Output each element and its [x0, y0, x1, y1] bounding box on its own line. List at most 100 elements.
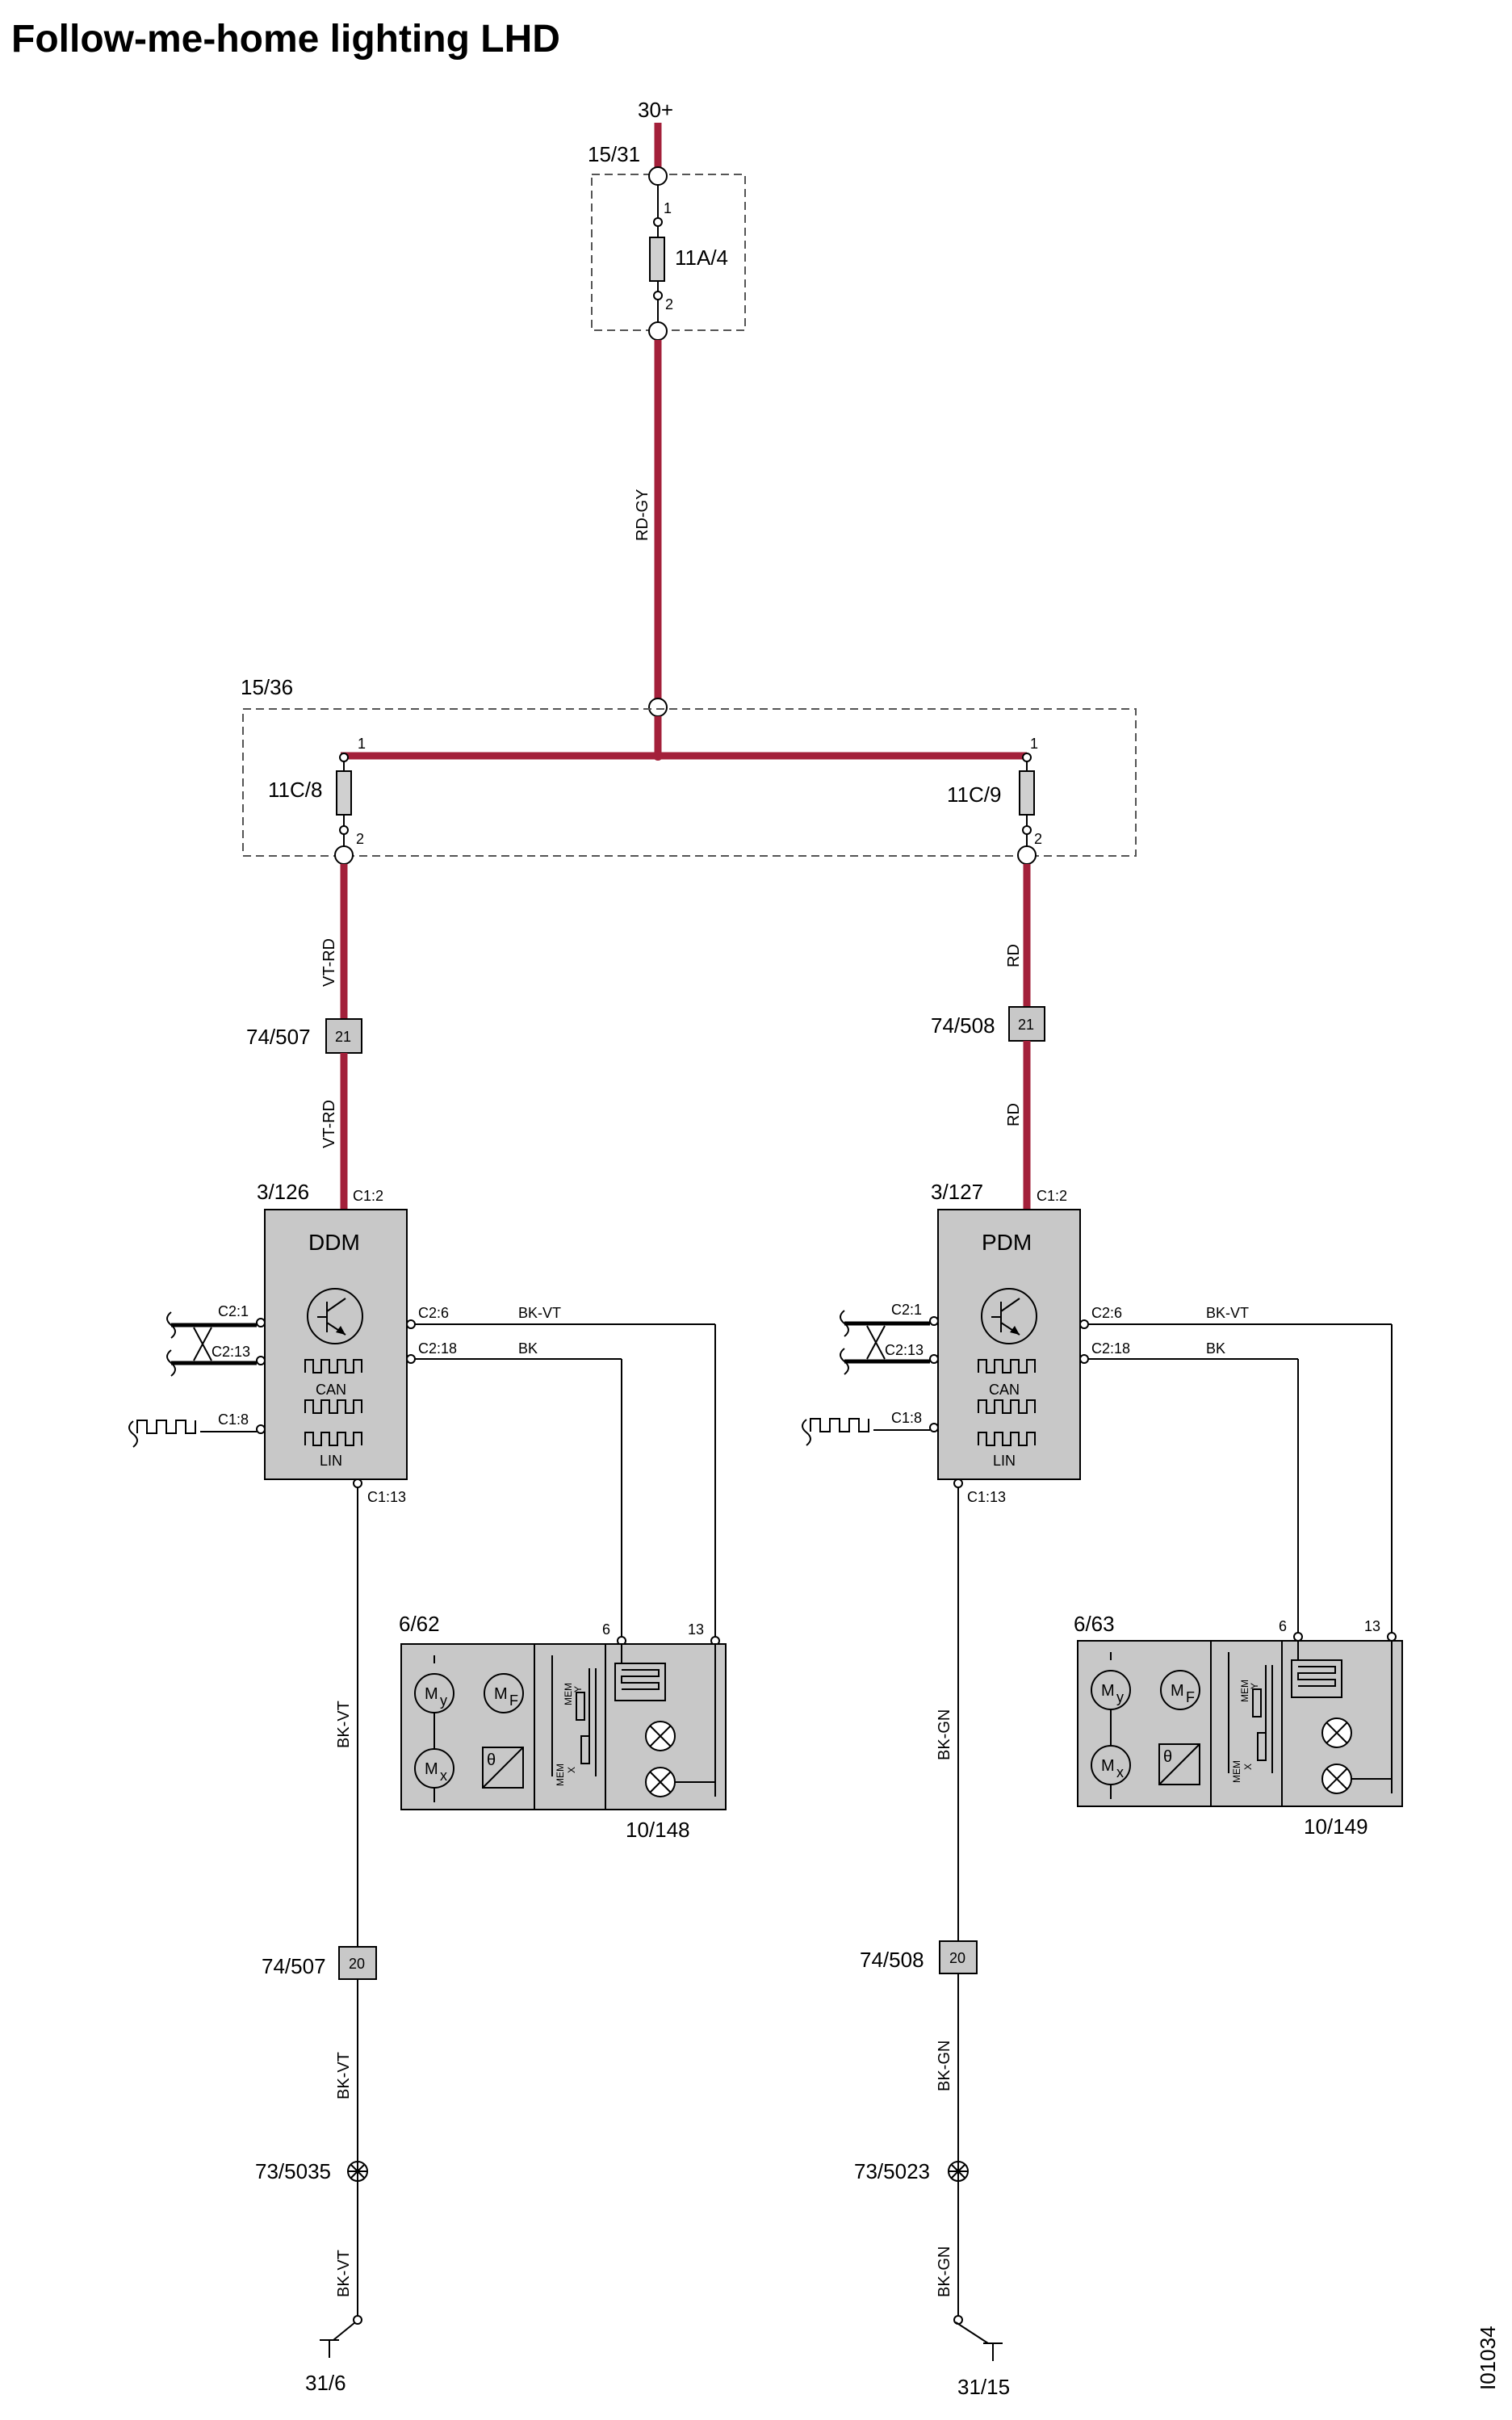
- left-module-id: 3/126: [257, 1180, 309, 1204]
- motor-f-icon: [484, 1673, 524, 1713]
- fusebox-node-top: [648, 698, 668, 717]
- ddm-pin-c218: C2:18: [418, 1340, 457, 1357]
- right-mirror-id: 6/63: [1074, 1612, 1115, 1636]
- fusebox-node-right: [1017, 845, 1037, 865]
- ddm-name: DDM: [308, 1230, 360, 1255]
- mem-y-sub: Y: [572, 1686, 584, 1692]
- pdm-can-twisted-pair-icon: [840, 1310, 930, 1375]
- memory-potentiometer-icon: MEM Y MEM X: [551, 1655, 597, 1786]
- ddm-pin-c21: C2:1: [218, 1303, 249, 1319]
- pdm-transistor-icon: [981, 1288, 1037, 1344]
- left-splice-label: 73/5035: [255, 2159, 331, 2183]
- ddm-lin-label: LIN: [320, 1453, 342, 1469]
- motor-x-sub: x: [440, 1768, 447, 1784]
- ddm-wire-c218-label: BK: [518, 1340, 538, 1357]
- left-pin-c12: C1:2: [353, 1188, 383, 1204]
- right-pin-c12: C1:2: [1037, 1188, 1067, 1204]
- fusebox-15-36: 15/36 1 11C/8 2 1 11C/9 2: [241, 675, 1137, 865]
- pdm-memory-potentiometer-icon: MEM Y MEM X: [1228, 1652, 1273, 1783]
- pdm-heater-element-icon: [1291, 1659, 1342, 1698]
- left-wire-mid-label: VT-RD: [320, 1100, 338, 1148]
- left-connector-bottom-label: 74/507: [262, 1954, 326, 1978]
- left-mirror-pin6: 6: [602, 1621, 610, 1638]
- right-wire-gnd1-label: BK-GN: [936, 1709, 953, 1760]
- right-ground-label: 31/15: [957, 2375, 1010, 2399]
- right-connector-top-pin: 21: [1018, 1017, 1034, 1033]
- ddm-pin-c18: C1:8: [218, 1411, 249, 1428]
- supply-fuse-pin1: 1: [664, 200, 672, 216]
- supply-fuse-label: 11A/4: [675, 245, 728, 270]
- left-lamp-id: 10/148: [626, 1818, 690, 1842]
- motor-y-sub: y: [440, 1692, 447, 1709]
- pdm-lin-signal-icon: [978, 1432, 1036, 1446]
- right-wire-gnd2-label: BK-GN: [936, 2040, 953, 2091]
- theta-label: θ: [487, 1751, 496, 1769]
- left-connector-top-pin: 21: [335, 1029, 351, 1045]
- pdm-mem-y-sub: Y: [1249, 1683, 1260, 1689]
- supply-section: 30+ 15/31 1 11A/4 2 RD-GY: [588, 98, 746, 755]
- ddm-wire-c26-label: BK-VT: [518, 1305, 561, 1321]
- right-mirror-pin13: 13: [1364, 1618, 1380, 1634]
- right-ground-switch-icon: [955, 2321, 1003, 2361]
- pdm-motor-f-icon: [1160, 1670, 1200, 1710]
- supply-node-top: [648, 166, 668, 186]
- pdm-motor-y-label: M: [1101, 1682, 1115, 1700]
- temperature-sensor-icon: θ: [482, 1747, 524, 1789]
- supply-fuse-pin2: 2: [665, 296, 673, 312]
- pdm-mem-x-sub: X: [1242, 1764, 1254, 1770]
- right-connector-top-label: 74/508: [931, 1013, 995, 1038]
- fuse-left-pin1: 1: [358, 736, 366, 752]
- pdm-can-label: CAN: [989, 1382, 1020, 1398]
- lin-signal-icon: [304, 1432, 362, 1446]
- fuse-left-label: 11C/8: [268, 778, 322, 802]
- left-wire-gnd1-label: BK-VT: [335, 1701, 353, 1748]
- pdm-mem-y-label: MEM: [1239, 1680, 1250, 1702]
- left-connector-top: [325, 1018, 362, 1054]
- right-wire-gnd3-label: BK-GN: [936, 2246, 953, 2297]
- supply-node-bottom: [648, 321, 668, 341]
- left-wire-gnd3-label: BK-VT: [335, 2250, 353, 2297]
- heater-element-icon: [614, 1663, 666, 1701]
- left-ground-label: 31/6: [305, 2371, 346, 2395]
- page-title: Follow-me-home lighting LHD: [11, 18, 560, 61]
- pdm-pin-c18: C1:8: [891, 1410, 922, 1426]
- pdm-pin-c218: C2:18: [1091, 1340, 1130, 1357]
- can-twisted-pair-icon: [166, 1311, 257, 1377]
- left-splice-icon: [347, 2161, 368, 2182]
- fusebox-label: 15/36: [241, 675, 293, 699]
- pdm-motor-y-sub: y: [1116, 1689, 1124, 1705]
- ddm-pin-c26: C2:6: [418, 1305, 449, 1321]
- pdm-lin-label: LIN: [993, 1453, 1016, 1469]
- mem-x-label: MEM: [555, 1764, 566, 1786]
- right-connector-bottom-label: 74/508: [860, 1948, 924, 1972]
- pdm-temperature-sensor-icon: θ: [1158, 1743, 1200, 1785]
- motor-x-label: M: [425, 1760, 438, 1778]
- left-branch: VT-RD 21 74/507 VT-RD 3/126 C1:2 DDM CAN…: [128, 864, 727, 2395]
- figure-id: I01034: [1476, 2326, 1500, 2390]
- pdm-wire-c218-label: BK: [1206, 1340, 1225, 1357]
- left-wire-gnd2-label: BK-VT: [335, 2052, 353, 2099]
- left-connector-bottom-pin: 20: [349, 1956, 365, 1972]
- left-connector-top-label: 74/507: [246, 1025, 311, 1049]
- fuse-11c9-icon: [1019, 770, 1035, 816]
- left-mirror-id: 6/62: [399, 1612, 440, 1636]
- supply-connector-label: 15/31: [588, 142, 640, 166]
- pdm-pin-c21: C2:1: [891, 1302, 922, 1318]
- ddm-pin-c213: C2:13: [212, 1344, 250, 1360]
- left-wire-top-label: VT-RD: [320, 938, 338, 987]
- pdm-name: PDM: [982, 1230, 1032, 1255]
- right-mirror-pin6: 6: [1279, 1618, 1287, 1634]
- left-mirror-pin13: 13: [688, 1621, 704, 1638]
- can-signal-icon: [304, 1359, 362, 1374]
- left-ground-switch-icon: [320, 2321, 356, 2358]
- fuse-right-label: 11C/9: [947, 782, 1001, 807]
- right-lamp-id: 10/149: [1304, 1814, 1368, 1839]
- right-splice-label: 73/5023: [854, 2159, 930, 2183]
- motor-y-label: M: [425, 1685, 438, 1703]
- right-connector-bottom-pin: 20: [949, 1950, 965, 1966]
- ddm-module: [264, 1209, 408, 1480]
- pdm-can-signal-icon: [978, 1359, 1036, 1374]
- motor-f-sub: F: [509, 1692, 518, 1709]
- pdm-motor-f-sub: F: [1186, 1689, 1195, 1705]
- transistor-icon: [307, 1288, 363, 1344]
